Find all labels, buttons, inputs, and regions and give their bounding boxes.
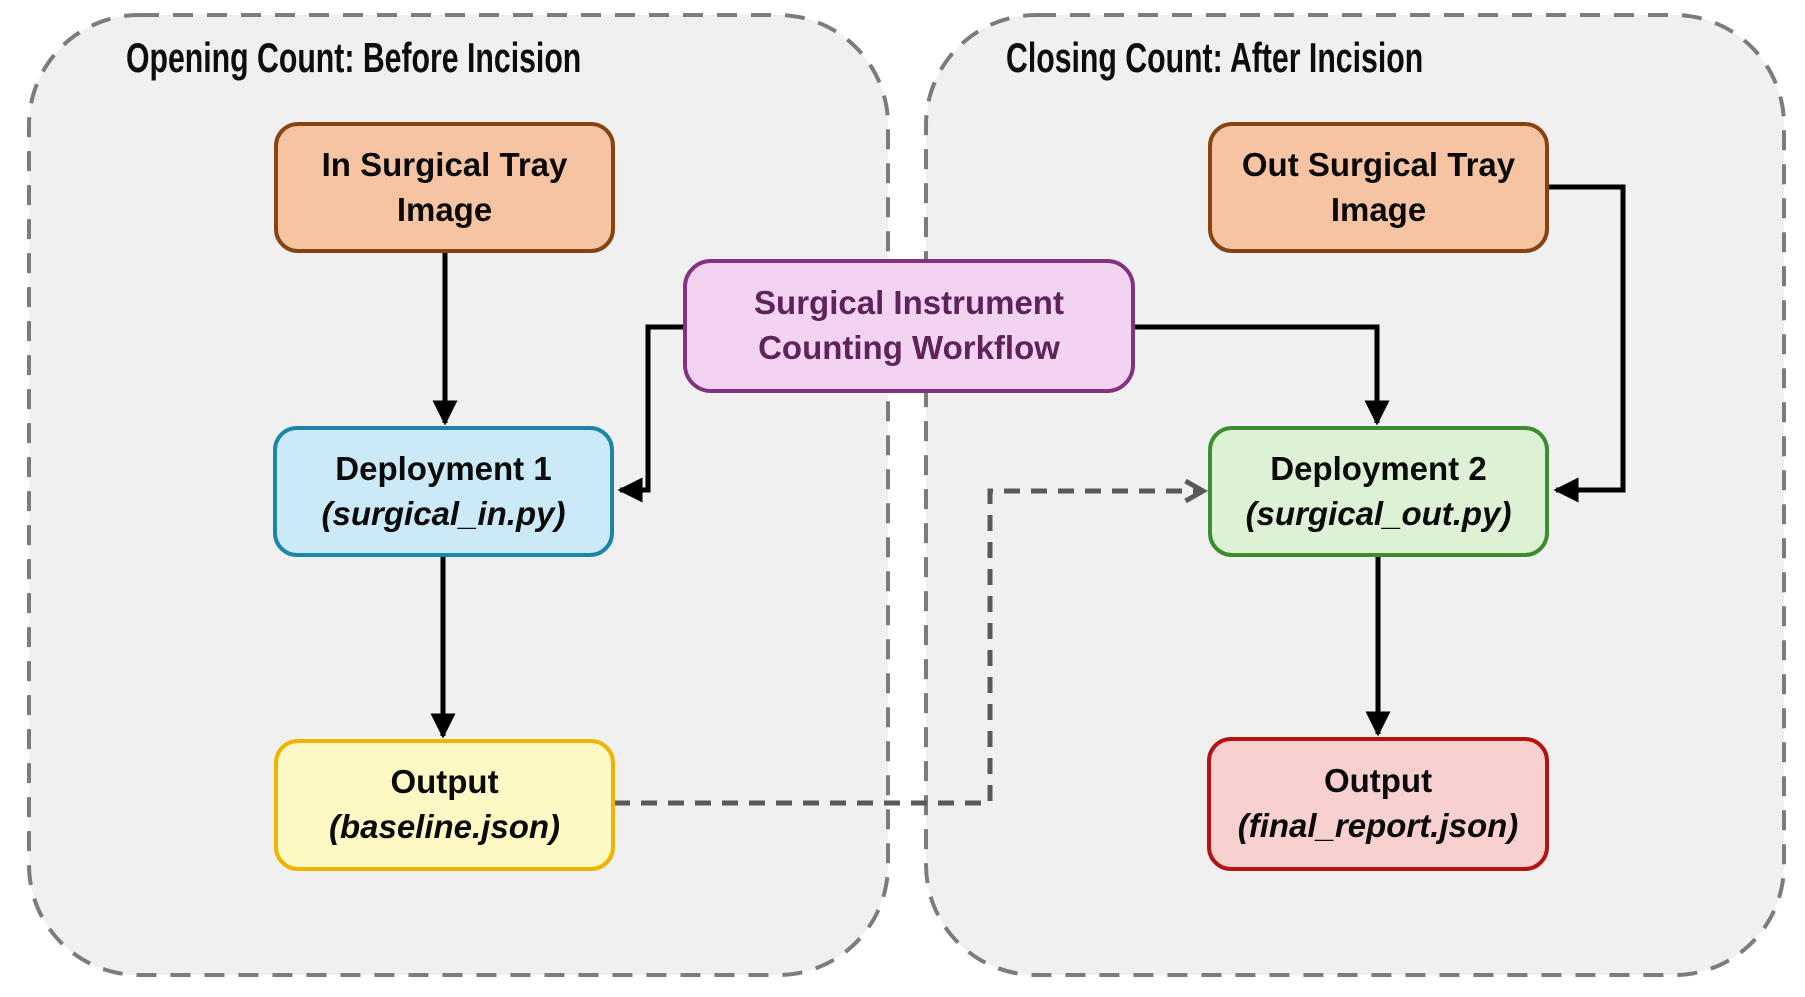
node-script-name: (surgical_out.py) — [1245, 494, 1512, 532]
node-label-line1: In Surgical Tray — [321, 145, 568, 183]
node-in-surgical-tray-image: In Surgical Tray Image — [274, 122, 615, 253]
arrow-workflow-to-deployment2 — [1135, 324, 1390, 426]
node-out-surgical-tray-image: Out Surgical Tray Image — [1208, 122, 1549, 253]
node-deployment-2: Deployment 2 (surgical_out.py) — [1208, 426, 1549, 557]
node-script-name: (surgical_in.py) — [321, 494, 566, 532]
node-label-line2: Counting Workflow — [758, 329, 1060, 366]
node-deployment-1: Deployment 1 (surgical_in.py) — [273, 426, 614, 557]
node-file-name: (final_report.json) — [1237, 807, 1519, 844]
arrow-workflow-to-deployment1 — [617, 324, 683, 503]
node-label-line2: Image — [1330, 190, 1427, 228]
node-label-line1: Output — [1323, 762, 1433, 800]
node-surgical-instrument-counting-workflow: Surgical Instrument Counting Workflow — [683, 259, 1135, 393]
node-label-line1: Surgical Instrument — [754, 284, 1064, 322]
node-output-final-report-json: Output (final_report.json) — [1207, 737, 1549, 871]
node-file-name: (baseline.json) — [328, 808, 561, 845]
opening-count-panel-title: Opening Count: Before Incision — [126, 34, 582, 81]
node-output-baseline-json: Output (baseline.json) — [274, 739, 615, 871]
arrow-out-tray-to-deployment2 — [1548, 184, 1626, 503]
arrow-output-baseline-to-deployment2 — [614, 478, 1209, 806]
node-label-line1: Deployment 1 — [335, 449, 552, 487]
node-label-line1: Output — [390, 763, 499, 801]
closing-count-panel-title: Closing Count: After Incision — [1006, 34, 1424, 81]
node-label-line1: Deployment 2 — [1270, 449, 1487, 487]
node-label-line1: Out Surgical Tray — [1241, 145, 1516, 183]
node-label-line2: Image — [396, 190, 493, 228]
